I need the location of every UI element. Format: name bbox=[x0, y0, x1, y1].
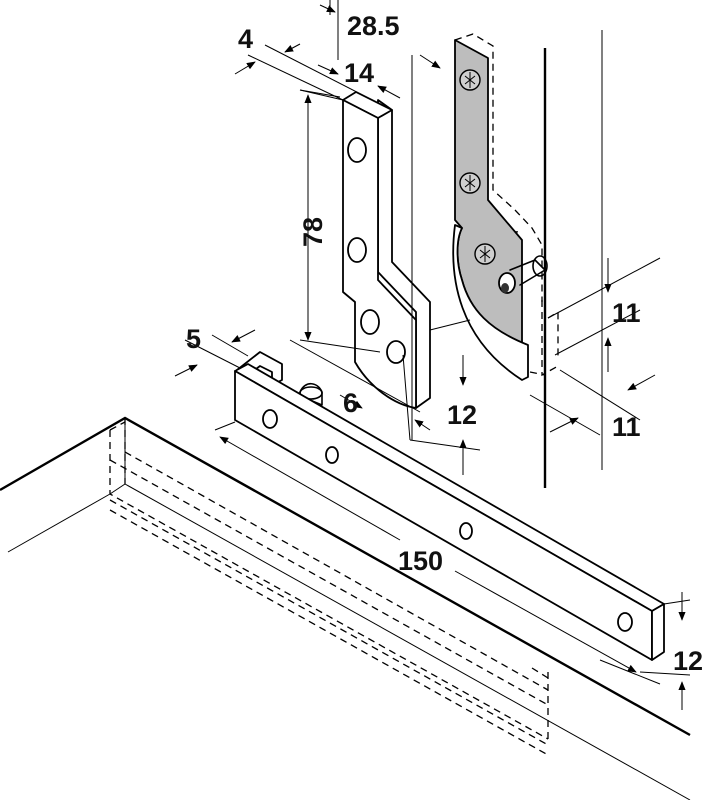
drawer-panel bbox=[0, 416, 691, 800]
loose-bracket bbox=[342, 91, 431, 441]
cabinet-side bbox=[529, 30, 603, 488]
mounted-bracket bbox=[452, 33, 548, 381]
dim-rail-length: 150 bbox=[398, 546, 443, 576]
bracket-hole-4 bbox=[386, 340, 406, 364]
screw-icon bbox=[459, 172, 481, 194]
dim-offset: 28.5 bbox=[347, 11, 400, 41]
bracket-hole-1 bbox=[347, 137, 367, 163]
rail-hole-4 bbox=[617, 612, 633, 632]
bracket-hole-3 bbox=[360, 309, 380, 335]
dim-bracket-thickness: 4 bbox=[238, 24, 253, 54]
dim-hole-offset: 6 bbox=[343, 388, 358, 418]
dim-rail-height: 12 bbox=[673, 646, 703, 676]
bracket-hole-2 bbox=[347, 237, 367, 263]
dim-rail-depth-top: 12 bbox=[447, 400, 477, 430]
dim-rail-thickness: 5 bbox=[186, 324, 201, 354]
rail-hole-2 bbox=[325, 446, 339, 464]
rail-hole-1 bbox=[262, 409, 278, 429]
dim-bracket-width: 14 bbox=[344, 58, 374, 88]
dimension-lines bbox=[174, 0, 691, 710]
dim-gap-top: 11 bbox=[612, 298, 641, 328]
dim-bracket-height: 78 bbox=[298, 217, 328, 247]
rail-hole-3 bbox=[459, 522, 473, 540]
rail bbox=[234, 351, 665, 661]
screw-icon bbox=[459, 69, 481, 91]
dim-gap-bottom: 11 bbox=[612, 412, 641, 442]
screw-icon bbox=[474, 243, 496, 265]
